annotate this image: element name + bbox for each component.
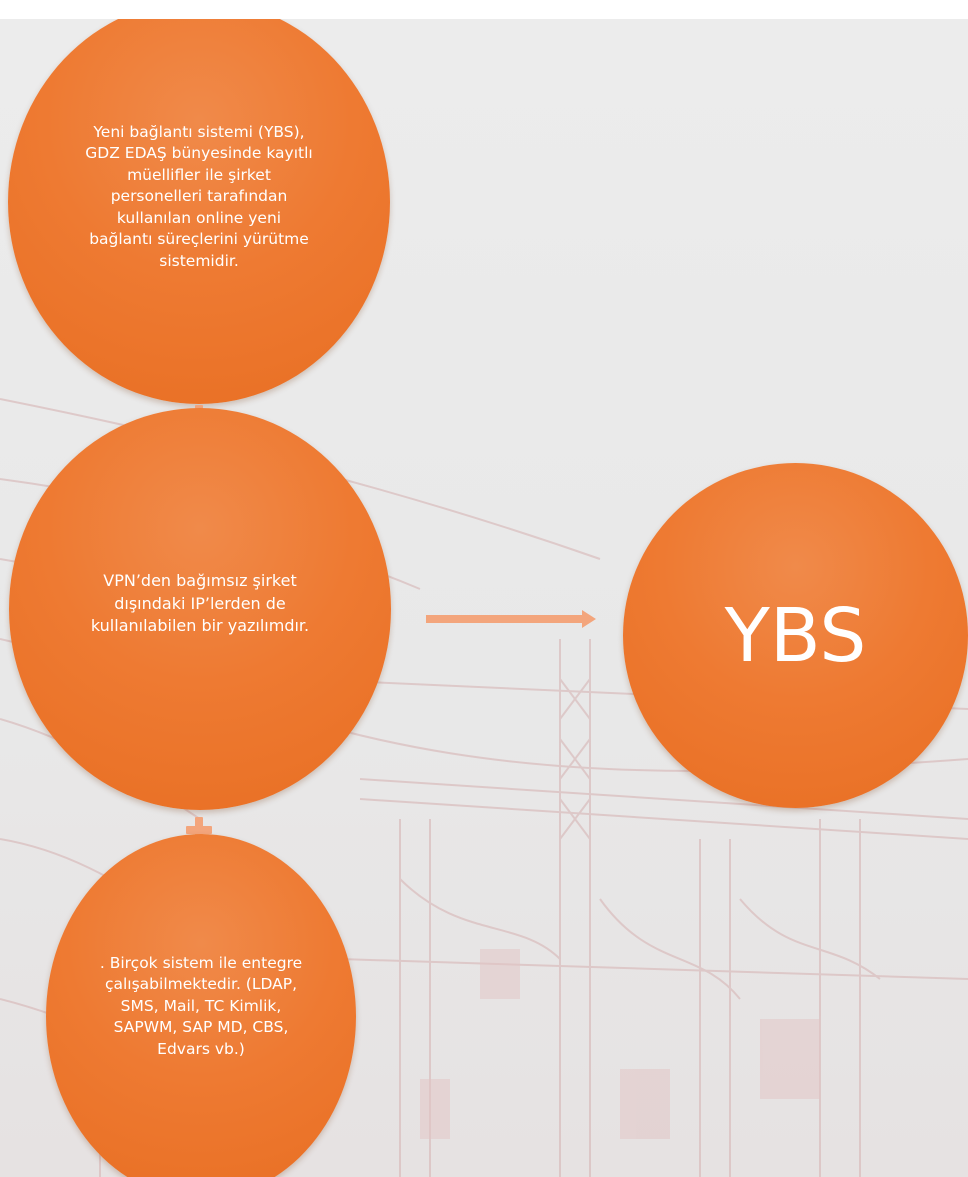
diagram-node-integrations: . Birçok sistem ile entegre çalışabilmek… [46, 834, 356, 1177]
right-arrow-icon [426, 610, 596, 628]
diagram-node-vpn-independent: VPN’den bağımsız şirket dışındaki IP’ler… [9, 408, 391, 810]
power-substation-background-image [0, 398, 968, 1177]
diagram-node-ybs-definition: Yeni bağlantı sistemi (YBS), GDZ EDAŞ bü… [8, 19, 390, 404]
result-label: YBS [724, 592, 867, 679]
diagram-result-node: YBS [623, 463, 968, 808]
node-text: Yeni bağlantı sistemi (YBS), GDZ EDAŞ bü… [85, 122, 313, 270]
node-text: VPN’den bağımsız şirket dışındaki IP’ler… [90, 571, 310, 636]
node-text: . Birçok sistem ile entegre çalışabilmek… [99, 953, 303, 1058]
slide-canvas: Yeni bağlantı sistemi (YBS), GDZ EDAŞ bü… [0, 19, 968, 1177]
plus-icon [186, 817, 212, 843]
